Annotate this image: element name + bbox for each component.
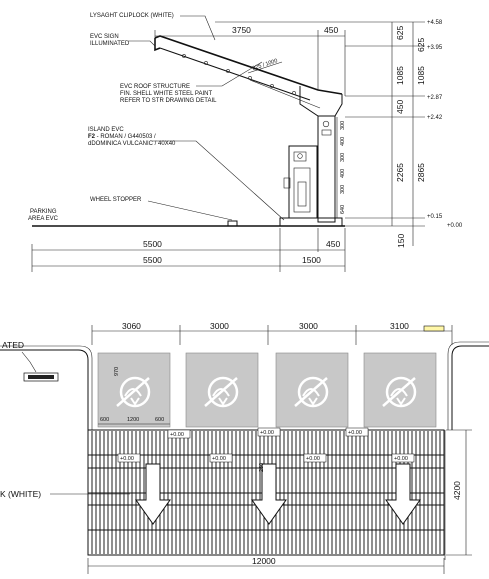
elevation-view: PARKING AREA EVC 225 / 1000 xyxy=(28,13,463,272)
level-values: +4.58 +3.95 +2.87 +2.42 +0.15 +0.00 xyxy=(427,20,463,229)
evc-sign-label-2: ILLUMINATED xyxy=(90,41,130,47)
level-242: +2.42 xyxy=(427,115,443,121)
bay-dim-600a: 600 xyxy=(100,417,109,423)
spot-level: +0.00 xyxy=(212,456,226,462)
level-000: +0.00 xyxy=(447,223,463,229)
spot-level: +0.00 xyxy=(260,430,274,436)
dim-2265: 2265 xyxy=(395,163,405,182)
dim-5500-b: 5500 xyxy=(143,255,162,265)
dim-1085-outer: 1085 xyxy=(416,66,426,85)
dim-450-inner: 450 xyxy=(395,100,405,114)
dim-625-outer: 625 xyxy=(416,38,426,52)
plan-top-dimensions: 3060 3000 3000 3100 xyxy=(91,321,453,345)
plan-dim-12000: 12000 xyxy=(252,556,276,566)
roof-label-1: EVC ROOF STRUCTURE xyxy=(120,84,190,90)
level-458: +4.58 xyxy=(427,20,443,26)
dim-150: 150 xyxy=(396,234,406,248)
spot-level: +0.00 xyxy=(348,430,362,436)
island-label-1: ISLAND EVC xyxy=(88,127,124,133)
level-lines xyxy=(215,21,425,227)
dim-col-300c: 300 xyxy=(340,185,346,194)
roof-bolts xyxy=(182,54,296,95)
parking-arrows xyxy=(135,463,421,525)
ev-charger-icon xyxy=(204,376,239,408)
slope-label: 225 / 1000 xyxy=(252,58,279,72)
plan-total-dimension: 12000 xyxy=(87,556,445,574)
ev-charger-symbols xyxy=(116,376,417,408)
top-dimensions: 3750 450 xyxy=(154,25,346,96)
dim-3750: 3750 xyxy=(232,25,251,35)
spot-level: +0.00 xyxy=(394,456,408,462)
roof-label-2: FIN. SHELL WHITE STEEL PAINT xyxy=(120,91,212,97)
evc-sign-label-1: EVC SIGN xyxy=(90,34,119,40)
island-base xyxy=(279,217,343,227)
center-ref: 250 xyxy=(259,463,265,472)
plan-dim-3000b: 3000 xyxy=(299,321,318,331)
cliplock-label: LYSAGHT CLIPLOCK (WHITE) xyxy=(90,13,174,19)
level-287: +2.87 xyxy=(427,95,443,101)
bottom-dimensions: 5500 450 5500 1500 xyxy=(31,228,346,272)
dim-625-inner: 625 xyxy=(395,26,405,40)
plan-height-dimension: 4200 xyxy=(446,429,472,556)
plan-curbs xyxy=(0,341,489,560)
bay-dim-600b: 600 xyxy=(155,417,164,423)
dim-2865: 2865 xyxy=(416,163,426,182)
spot-level: +0.00 xyxy=(170,432,184,438)
dim-col-400a: 400 xyxy=(340,137,346,146)
plan-dim-3100: 3100 xyxy=(390,321,409,331)
canopy-column xyxy=(317,115,336,223)
spot-level: +0.00 xyxy=(306,456,320,462)
wheel-stopper-label: WHEEL STOPPER xyxy=(90,197,142,203)
dim-col-300b: 300 xyxy=(340,153,346,162)
dim-450-top: 450 xyxy=(324,25,338,35)
dim-1500: 1500 xyxy=(302,255,321,265)
plan-dim-3000a: 3000 xyxy=(210,321,229,331)
ev-charger-unit xyxy=(283,145,318,219)
dim-col-640: 640 xyxy=(340,205,346,214)
ev-charger-icon xyxy=(382,376,417,408)
bay-dim-1200: 1200 xyxy=(127,417,139,423)
island-label-3: dDOMINICA VULCANIC / 40X40 xyxy=(88,141,176,147)
plan-label-white: K (WHITE) xyxy=(0,489,41,499)
parking-label-1: PARKING xyxy=(30,209,57,215)
spot-levels: +0.00 +0.00 +0.00 +0.00 +0.00 +0.00 +0.0… xyxy=(117,427,415,472)
plan-dim-4200: 4200 xyxy=(452,481,462,500)
plan-dim-3060: 3060 xyxy=(122,321,141,331)
plan-marker-yellow xyxy=(423,325,445,332)
level-395: +3.95 xyxy=(427,45,443,51)
canopy-roof: 225 / 1000 xyxy=(154,35,343,117)
level-015: +0.15 xyxy=(427,214,443,220)
dim-5500-a: 5500 xyxy=(143,239,162,249)
dim-450-bottom: 450 xyxy=(326,239,340,249)
right-dimensions-inner: 625 1085 450 2265 xyxy=(391,22,405,226)
ev-charger-icon xyxy=(294,376,329,408)
bay-dim-970: 970 xyxy=(114,367,120,376)
bay-dimensions: 600 1200 600 970 xyxy=(98,367,170,425)
plan-label-ated: ATED xyxy=(2,340,24,350)
parking-label-2: AREA EVC xyxy=(28,216,59,222)
dim-col-400b: 400 xyxy=(340,169,346,178)
roof-label-3: REFER TO STR DRAWING DETAIL xyxy=(120,98,217,104)
spot-level: +0.00 xyxy=(120,456,134,462)
ev-charger-icon xyxy=(116,376,151,408)
dim-col-300a: 300 xyxy=(340,121,346,130)
dim-1085-inner: 1085 xyxy=(395,66,405,85)
island-label-2: F2 - ROMAN / G440503 / xyxy=(88,134,156,140)
wheel-stopper xyxy=(147,200,238,227)
plan-view: 3060 3000 3000 3100 ATED xyxy=(0,321,489,574)
column-dimensions: 300 400 300 400 300 640 xyxy=(336,117,346,218)
right-dimensions-outer: 625 1085 2865 150 xyxy=(396,22,426,248)
